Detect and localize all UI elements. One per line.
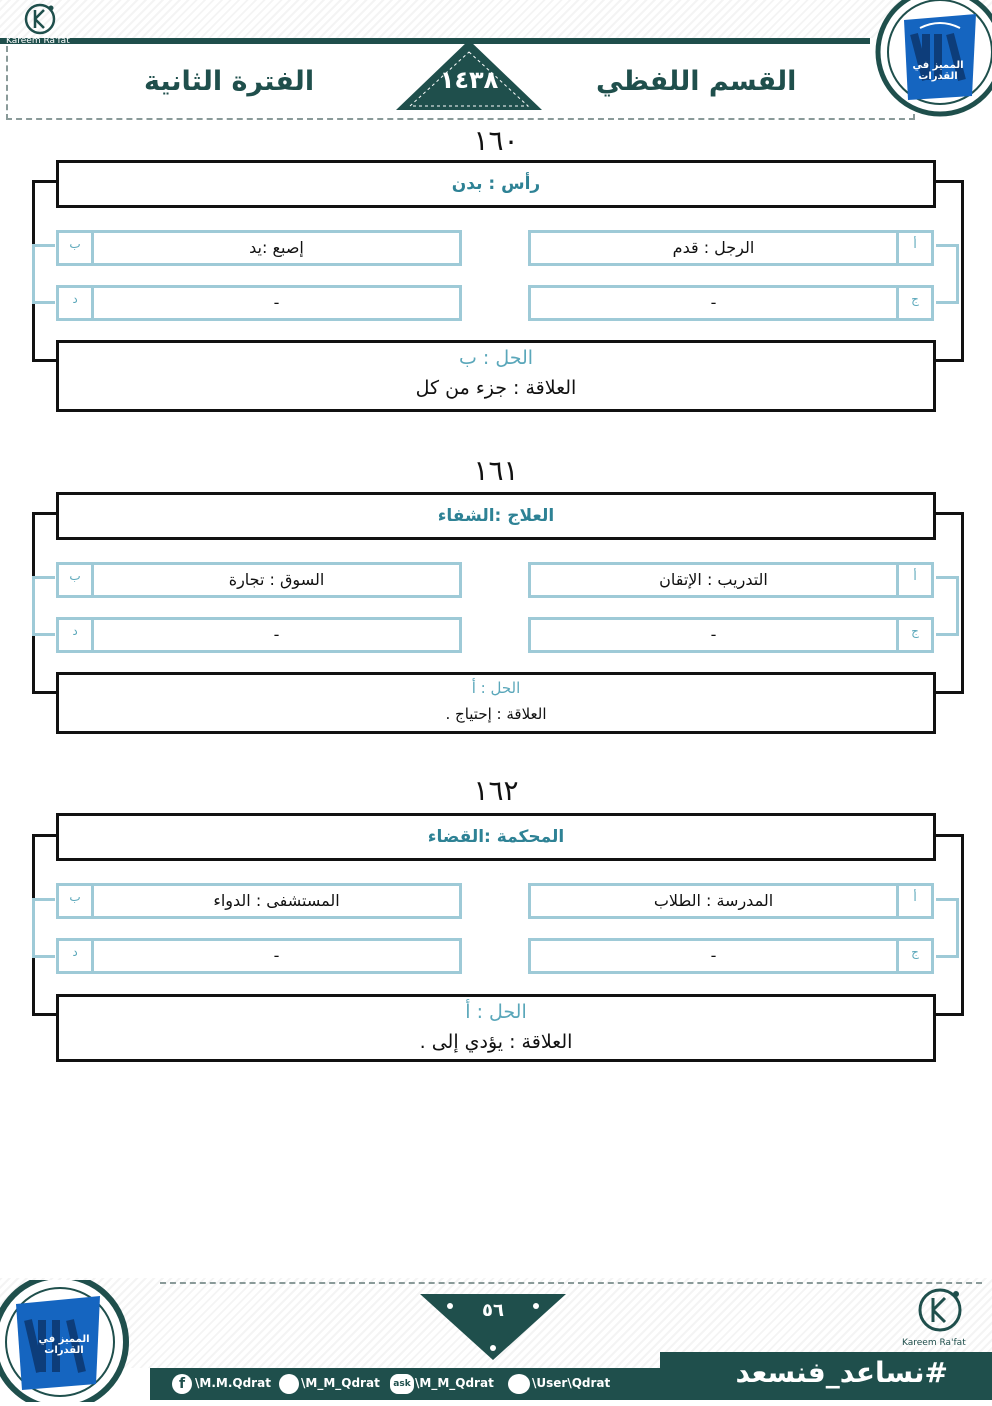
year-badge — [394, 40, 544, 112]
option-text: إصبع :يد — [249, 238, 304, 257]
question-number: ١٦٠ — [473, 124, 519, 157]
option-text: - — [273, 946, 280, 965]
page-number: ٥٦ — [482, 1300, 504, 1321]
option-text: المدرسة : الطلاب — [653, 891, 774, 910]
facebook-icon[interactable]: f — [172, 1374, 192, 1394]
option-bracket — [936, 244, 959, 304]
footer-logo — [0, 1273, 136, 1406]
footer-hashtag-bg — [660, 1352, 992, 1400]
footer-kareem-logo-icon — [910, 1286, 970, 1340]
question-stem: العلاج :الشفاء — [56, 492, 936, 540]
footer-dashed-line — [160, 1282, 982, 1284]
youtube-icon[interactable] — [508, 1374, 530, 1394]
option-d[interactable]: د - — [56, 285, 462, 321]
option-text: - — [273, 293, 280, 312]
option-b[interactable]: ب المستشفى : الدواء — [56, 883, 462, 919]
option-d[interactable]: د - — [56, 938, 462, 974]
option-text: - — [710, 293, 717, 312]
question-stem: رأس : بدن — [56, 160, 936, 208]
option-letter: د — [59, 288, 94, 318]
footer-hashtag: #نساعد_فنسعد — [735, 1356, 948, 1389]
option-letter: أ — [896, 565, 931, 595]
kareem-logo-icon — [18, 2, 62, 40]
question-number: ١٦٢ — [473, 774, 519, 807]
header-logo-text: المميز في القدرات — [912, 60, 964, 82]
option-letter: ج — [896, 620, 931, 650]
option-letter: أ — [896, 886, 931, 916]
option-a[interactable]: أ التدريب : الإتقان — [528, 562, 934, 598]
option-text: - — [710, 625, 717, 644]
option-text: الرجل : قدم — [672, 238, 755, 257]
solution-relation: العلاقة : إحتياج . — [445, 705, 547, 723]
option-text: - — [710, 946, 717, 965]
option-letter: ب — [59, 886, 94, 916]
solution-answer: الحل : أ — [471, 679, 521, 697]
footer-logo-text: المميز في القدرات — [38, 1334, 90, 1356]
option-letter: د — [59, 941, 94, 971]
twitter-icon[interactable] — [279, 1374, 299, 1394]
option-c[interactable]: ج - — [528, 617, 934, 653]
option-bracket — [32, 898, 55, 958]
section-title: القسم اللفظي — [596, 66, 797, 97]
solution-box: الحل : ب العلاقة : جزء من كل — [56, 340, 936, 412]
option-bracket — [936, 898, 959, 958]
option-a[interactable]: أ الرجل : قدم — [528, 230, 934, 266]
option-b[interactable]: ب السوق : تجارة — [56, 562, 462, 598]
page-number-badge — [418, 1292, 568, 1362]
option-b[interactable]: ب إصبع :يد — [56, 230, 462, 266]
solution-relation: العلاقة : جزء من كل — [415, 377, 577, 399]
facebook-handle[interactable]: \M.M.Qdrat — [195, 1376, 271, 1390]
solution-relation: العلاقة : يؤدي إلى . — [419, 1031, 573, 1053]
option-letter: ج — [896, 941, 931, 971]
option-text: التدريب : الإتقان — [659, 570, 768, 589]
solution-box: الحل : أ العلاقة : يؤدي إلى . — [56, 994, 936, 1062]
option-c[interactable]: ج - — [528, 285, 934, 321]
header-logo — [868, 0, 992, 122]
option-text: السوق : تجارة — [228, 570, 325, 589]
solution-answer: الحل : أ — [465, 1001, 527, 1023]
option-letter: ب — [59, 233, 94, 263]
option-letter: د — [59, 620, 94, 650]
option-bracket — [32, 244, 55, 304]
option-a[interactable]: أ المدرسة : الطلاب — [528, 883, 934, 919]
option-letter: أ — [896, 233, 931, 263]
author-caption: Kareem Ra'fat — [6, 36, 70, 46]
option-letter: ج — [896, 288, 931, 318]
question-stem: المحكمة :القضاء — [56, 813, 936, 861]
outer-bracket — [32, 834, 964, 1016]
ask-handle[interactable]: \M_M_Qdrat — [415, 1376, 494, 1390]
option-bracket — [32, 576, 55, 636]
year-text: ١٤٣٨ — [439, 66, 499, 94]
option-c[interactable]: ج - — [528, 938, 934, 974]
header-bar — [0, 38, 870, 44]
option-d[interactable]: د - — [56, 617, 462, 653]
option-text: المستشفى : الدواء — [213, 891, 340, 910]
option-text: - — [273, 625, 280, 644]
option-bracket — [936, 576, 959, 636]
option-letter: ب — [59, 565, 94, 595]
twitter-handle[interactable]: \M_M_Qdrat — [301, 1376, 380, 1390]
solution-box: الحل : أ العلاقة : إحتياج . — [56, 672, 936, 734]
question-number: ١٦١ — [473, 454, 519, 487]
ask-icon[interactable]: ask — [390, 1374, 414, 1394]
header-pattern — [0, 0, 992, 38]
period-title: الفترة الثانية — [144, 66, 315, 97]
youtube-handle[interactable]: \User\Qdrat — [532, 1376, 611, 1390]
solution-answer: الحل : ب — [458, 347, 534, 369]
footer-author-caption: Kareem Ra'fat — [902, 1338, 966, 1348]
